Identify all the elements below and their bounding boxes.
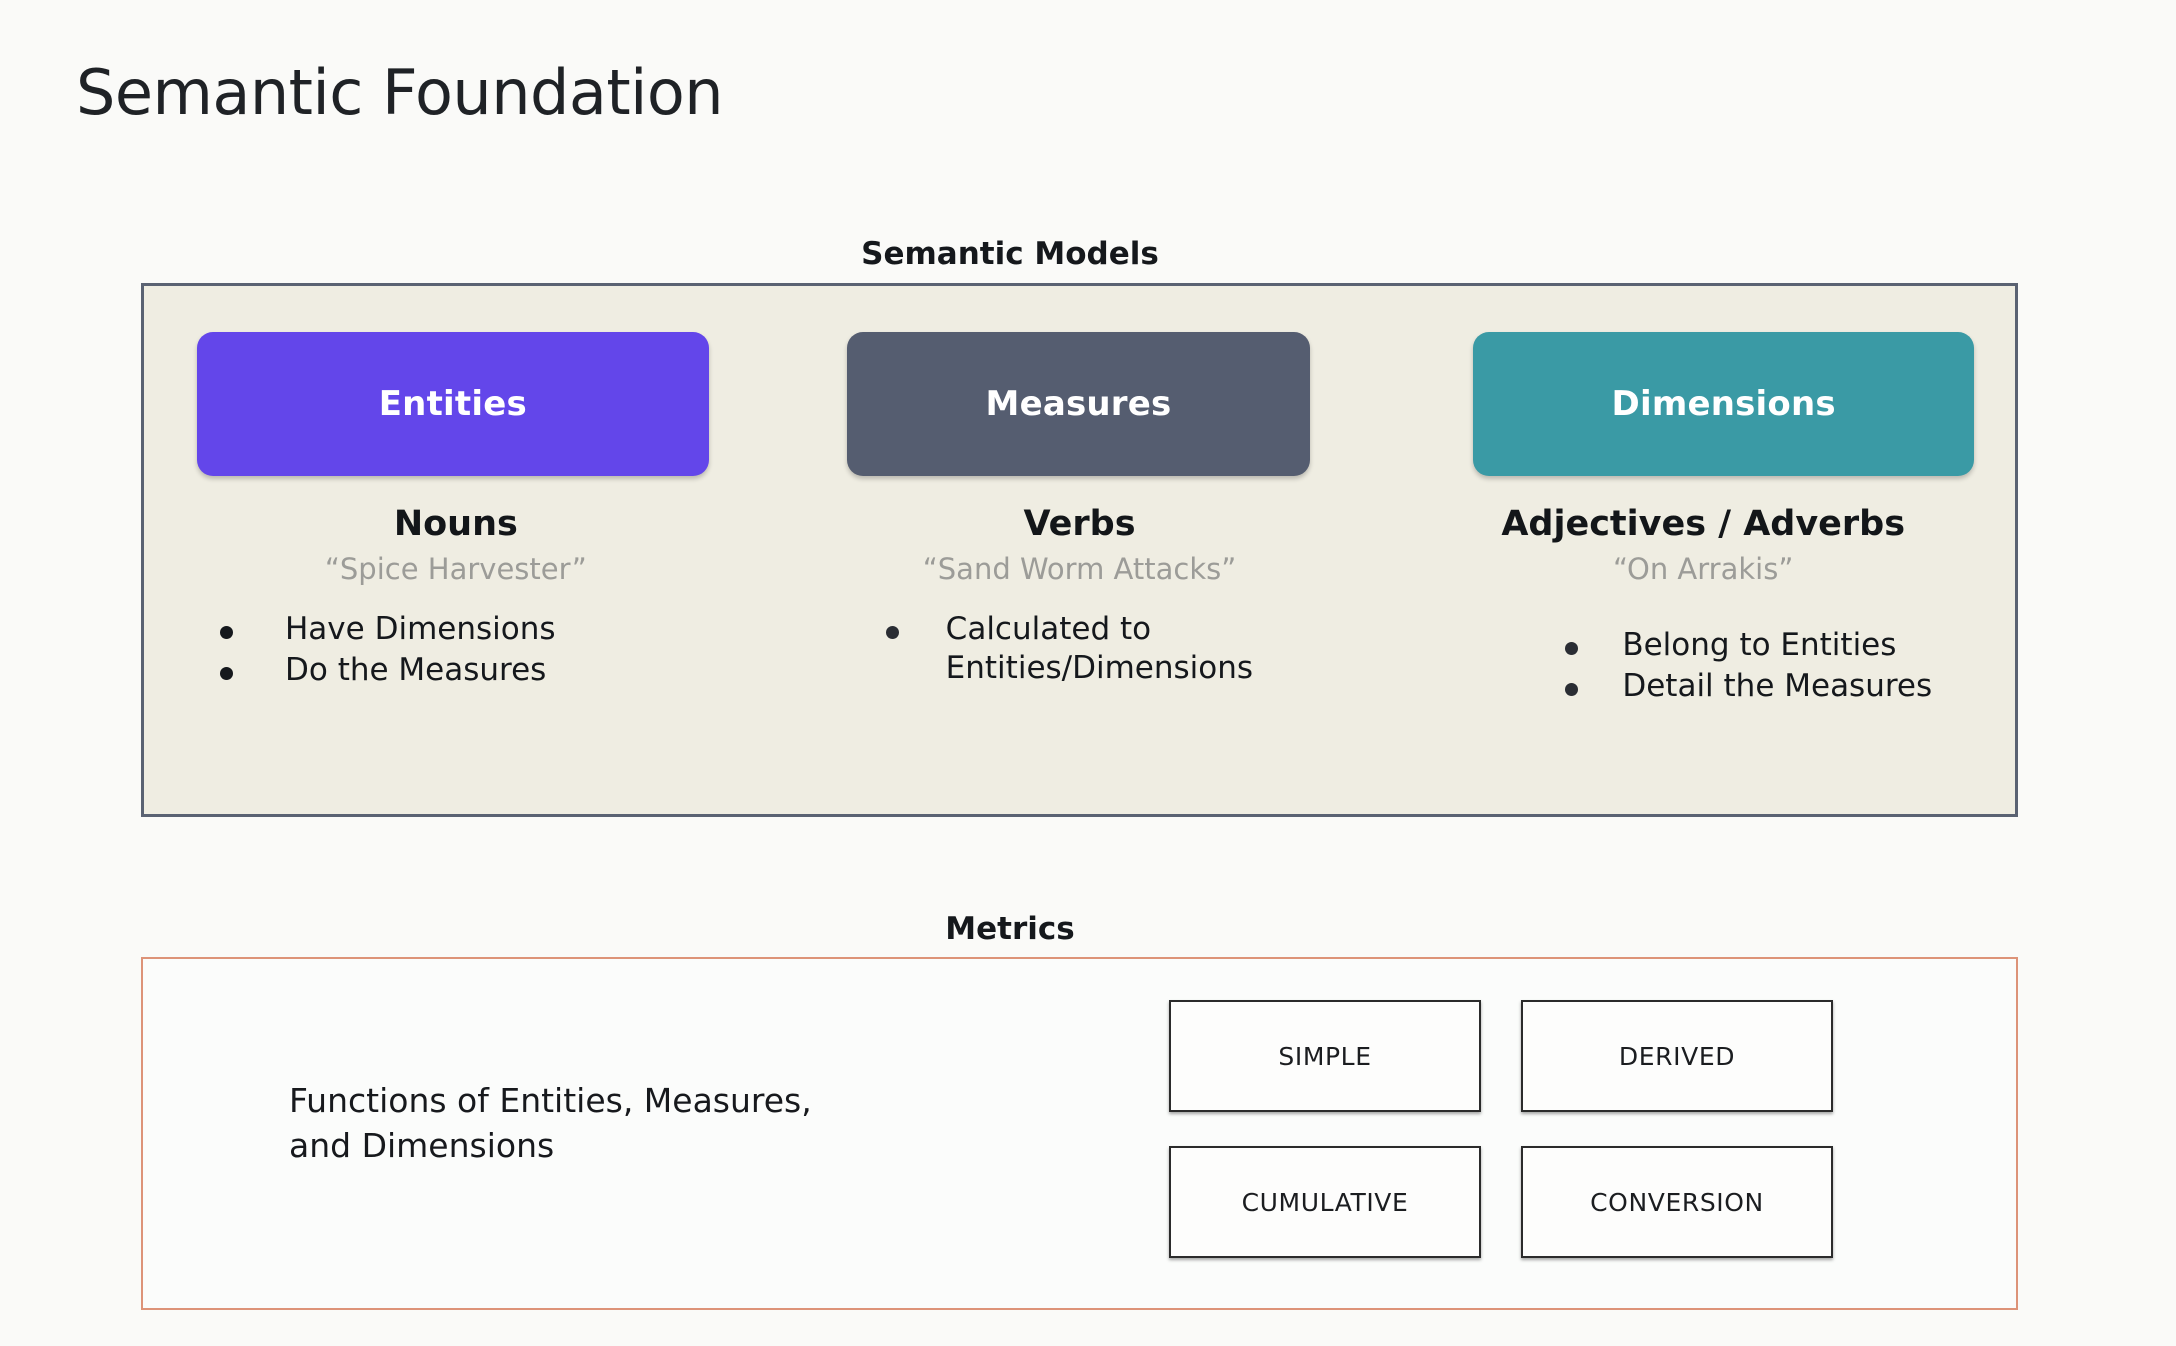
dimensions-pos-example: “On Arrakis” [1613,552,1794,586]
metrics-heading-text: Metrics [945,911,1075,947]
list-item: Calculated to Entities/Dimensions [885,610,1392,688]
semantic-models-heading-text: Semantic Models [861,236,1159,272]
dimensions-card[interactable]: Dimensions [1473,332,1975,476]
metrics-panel: Functions of Entities, Measures, and Dim… [141,957,2018,1310]
metric-type-derived[interactable]: DERIVED [1521,1000,1833,1112]
bullet-dot-icon [1565,683,1579,697]
semantic-column-entities: Entities Nouns “Spice Harvester” Have Di… [144,286,768,814]
metrics-description: Functions of Entities, Measures, and Dim… [289,1081,812,1165]
bullet-dot-icon [1565,642,1579,655]
bullet-dot-icon [220,667,233,681]
metric-type-cumulative[interactable]: CUMULATIVE [1169,1146,1481,1258]
measures-card[interactable]: Measures [846,332,1311,476]
list-item-label: Do the Measures [285,652,547,689]
list-item-label: Detail the Measures [1622,668,1933,705]
semantic-column-dimensions: Dimensions Adjectives / Adverbs “On Arra… [1391,286,2015,814]
entities-bullet-list: Have Dimensions Do the Measures [144,610,768,692]
entities-card[interactable]: Entities [197,332,709,476]
list-item: Do the Measures [220,651,768,690]
measures-pos-label: Verbs [1023,504,1136,544]
metric-type-simple[interactable]: SIMPLE [1169,1000,1481,1112]
bullet-dot-icon [885,626,899,639]
dimensions-bullet-list: Belong to Entities Detail the Measures [1391,626,2015,708]
dimensions-pos-label: Adjectives / Adverbs [1501,504,1906,544]
semantic-models-panel: Entities Nouns “Spice Harvester” Have Di… [141,283,2018,817]
semantic-models-columns: Entities Nouns “Spice Harvester” Have Di… [144,286,2015,814]
list-item: Detail the Measures [1565,667,2015,706]
list-item-label: Belong to Entities [1622,627,1897,663]
metrics-heading: Metrics [0,911,2176,947]
entities-pos-label: Nouns [393,504,518,544]
metric-type-grid: SIMPLE DERIVED CUMULATIVE CONVERSION [1169,1000,1833,1258]
semantic-models-heading: Semantic Models [0,236,2176,272]
entities-pos-example: “Spice Harvester” [324,552,587,586]
measures-bullet-list: Calculated to Entities/Dimensions [768,610,1392,690]
list-item: Have Dimensions [220,610,768,649]
page-title: Semantic Foundation [76,56,724,129]
semantic-column-measures: Measures Verbs “Sand Worm Attacks” Calcu… [768,286,1392,814]
metric-type-conversion[interactable]: CONVERSION [1521,1146,1833,1258]
list-item: Belong to Entities [1565,626,2015,665]
list-item-label: Calculated to Entities/Dimensions [945,611,1254,687]
list-item-label: Have Dimensions [285,611,556,647]
bullet-dot-icon [220,626,233,639]
measures-pos-example: “Sand Worm Attacks” [922,552,1237,586]
